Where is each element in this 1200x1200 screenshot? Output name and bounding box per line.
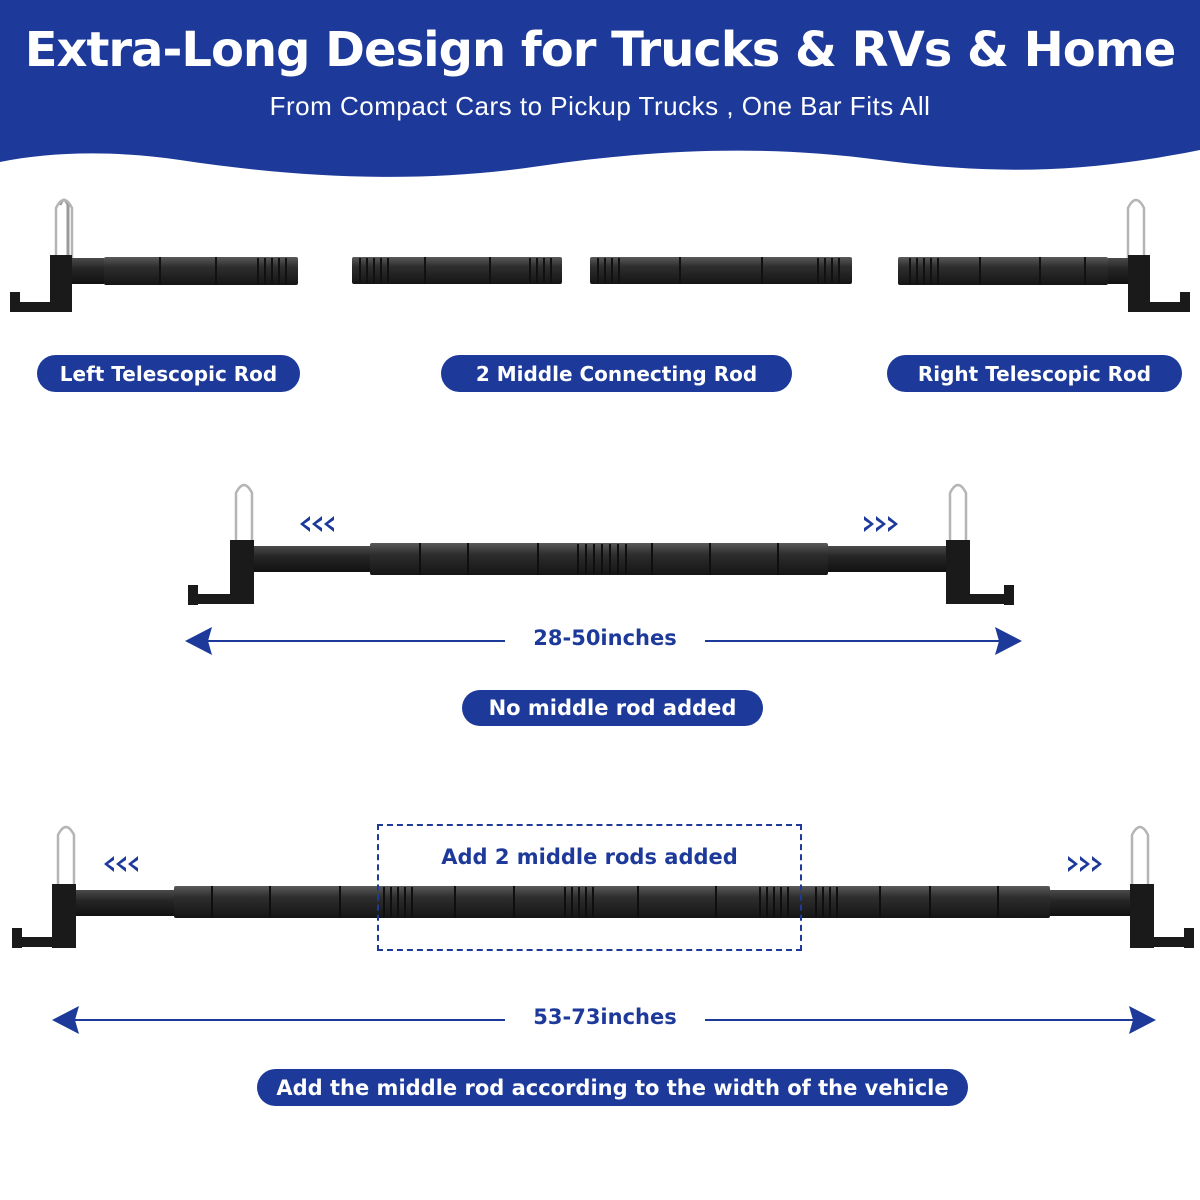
assembled-bar-long	[12, 825, 1194, 948]
extend-left-chevrons-icon	[104, 856, 138, 872]
assembled-bar-short	[188, 483, 1014, 605]
middle-connecting-rod-1	[352, 257, 562, 284]
arrow-right-icon	[1129, 1006, 1156, 1034]
left-telescopic-rod-part	[10, 198, 298, 312]
wave-banner-background	[0, 0, 1200, 177]
middle-rods-box-label: Add 2 middle rods added	[441, 845, 738, 869]
right-telescopic-rod-label: Right Telescopic Rod	[887, 355, 1182, 392]
extend-right-chevrons-icon	[864, 516, 898, 532]
header-banner: Extra-Long Design for Trucks & RVs & Hom…	[0, 0, 1200, 200]
arrow-left-icon	[185, 627, 212, 655]
middle-rods-highlight-box	[377, 824, 802, 951]
extend-right-chevrons-icon	[1068, 856, 1102, 872]
left-carabiner-icon	[56, 825, 76, 895]
right-carabiner-icon	[1130, 825, 1150, 895]
arrow-right-icon	[995, 627, 1022, 655]
middle-connecting-rod-label: 2 Middle Connecting Rod	[441, 355, 792, 392]
page-title: Extra-Long Design for Trucks & RVs & Hom…	[24, 22, 1177, 78]
middle-rod-instruction-caption: Add the middle rod according to the widt…	[257, 1069, 968, 1106]
right-telescopic-rod-part	[898, 198, 1190, 312]
arrow-left-icon	[52, 1006, 79, 1034]
extend-left-chevrons-icon	[300, 516, 334, 532]
left-telescopic-rod-label: Left Telescopic Rod	[37, 355, 300, 392]
middle-connecting-rod-2	[590, 257, 852, 284]
dimension-long-label: 53-73inches	[505, 1005, 705, 1029]
dimension-short-label: 28-50inches	[505, 626, 705, 650]
page-subtitle: From Compact Cars to Pickup Trucks , One…	[269, 91, 931, 121]
no-middle-rod-caption: No middle rod added	[462, 690, 763, 726]
